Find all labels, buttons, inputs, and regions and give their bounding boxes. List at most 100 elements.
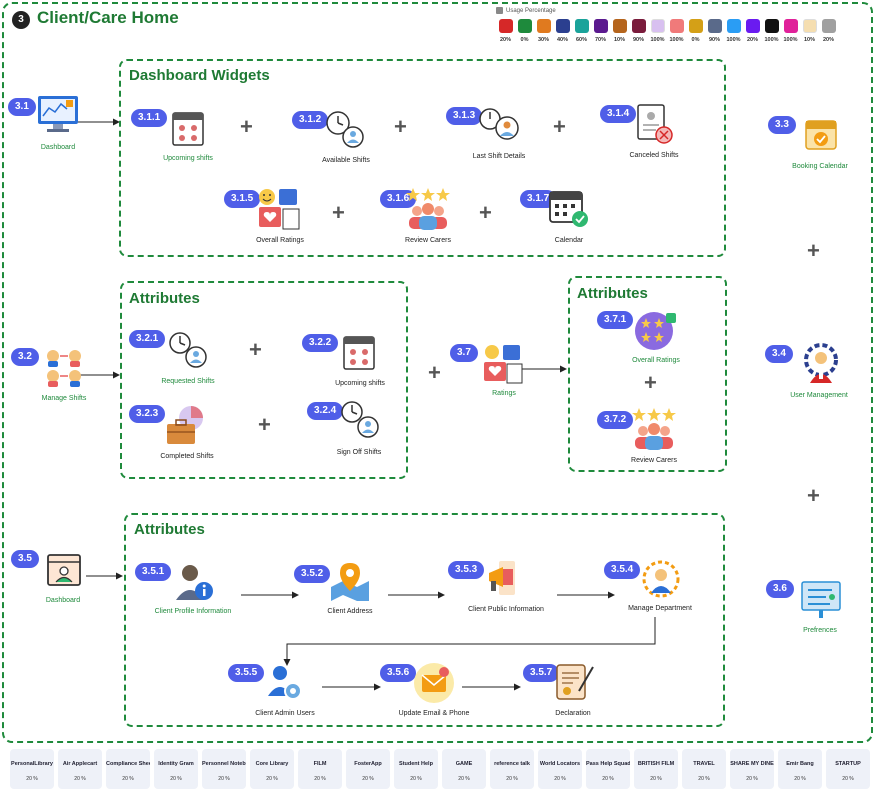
user-management-gear-icon (804, 343, 838, 383)
project-usage-percentage: 20 % (746, 776, 758, 782)
legend-item: 100% (724, 19, 743, 43)
legend-percentage: 20% (499, 37, 511, 43)
project-usage-percentage: 20 % (314, 776, 326, 782)
badge-3-6: 3.6 (766, 580, 794, 598)
label-3-1-7: Calendar (554, 237, 584, 244)
badge-3-5: 3.5 (11, 550, 39, 568)
project-usage-percentage: 20 % (74, 776, 86, 782)
overall-ratings-icon (259, 189, 300, 230)
group-rating-attributes (568, 276, 727, 472)
legend-item: 70% (591, 19, 610, 43)
legend-percentage: 90% (632, 37, 644, 43)
legend-swatch (498, 19, 513, 33)
label-3-2-4: Sign Off Shifts (336, 449, 382, 456)
legend-item: 100% (762, 19, 781, 43)
plus-icon: + (807, 238, 820, 263)
upcoming-shifts-calendar-icon (172, 112, 204, 146)
label-3-6: Prefrences (803, 627, 837, 634)
badge-3-1-4: 3.1.4 (600, 105, 637, 123)
badge-3-5-3: 3.5.3 (448, 561, 485, 579)
client-profile-info-icon (176, 565, 213, 600)
badge-3-2-2: 3.2.2 (302, 334, 339, 352)
legend-percentage: 90% (708, 37, 720, 43)
badge-3-4: 3.4 (765, 345, 793, 363)
legend-swatch (574, 19, 589, 33)
project-logo-card[interactable]: Air Applecart 20 % (58, 749, 102, 789)
legend-item: 20% (743, 19, 762, 43)
legend-swatch (555, 19, 570, 33)
group-dashboard-widgets-title: Dashboard Widgets (129, 67, 270, 84)
badge-3-1-7: 3.1.7 (520, 190, 557, 208)
legend-swatch (764, 19, 779, 33)
badge-3-2-4: 3.2.4 (307, 402, 344, 420)
legend-percentage: 100% (669, 37, 684, 43)
project-usage-percentage: 20 % (218, 776, 230, 782)
dashboard-user-window-icon (47, 554, 81, 586)
legend-item: 10% (800, 19, 819, 43)
label-3-2-3: Completed Shifts (160, 453, 214, 460)
badge-3-5-5: 3.5.5 (228, 664, 265, 682)
project-usage-percentage: 20 % (554, 776, 566, 782)
group-shift-attributes-title: Attributes (129, 290, 200, 307)
ratings-icon (484, 345, 523, 384)
preferences-board-icon (801, 581, 841, 618)
project-logo-name: SHARE MY DINE (730, 761, 774, 767)
badge-3-1: 3.1 (8, 98, 36, 116)
project-logo-card[interactable]: SHARE MY DINE 20 % (730, 749, 774, 789)
label-3-5-7: Declaration (555, 710, 591, 717)
project-logo-name: Pass Help Squad (586, 761, 630, 767)
badge-3-1-3: 3.1.3 (446, 107, 483, 125)
legend-swatch (745, 19, 760, 33)
project-logo-name: Air Applecart (62, 761, 98, 767)
plus-icon: + (249, 337, 262, 362)
legend-percentage: 0% (691, 37, 700, 43)
legend-percentage: 60% (575, 37, 587, 43)
canceled-shifts-icon (637, 104, 673, 144)
badge-3-5-6: 3.5.6 (380, 664, 417, 682)
legend-swatch (726, 19, 741, 33)
review-carers-icon (406, 188, 450, 230)
project-usage-percentage: 20 % (410, 776, 422, 782)
legend-swatch (612, 19, 627, 33)
legend-item: 60% (572, 19, 591, 43)
client-address-map-pin-icon (331, 563, 369, 601)
label-3-5-6: Update Email & Phone (398, 710, 470, 717)
label-3-1-6: Review Carers (405, 237, 451, 244)
legend-percentage: 10% (613, 37, 625, 43)
group-dashboard-widgets (119, 59, 726, 257)
label-3-5: Dashboard (45, 597, 81, 604)
project-usage-percentage: 20 % (26, 776, 38, 782)
label-3-4: User Management (790, 392, 848, 399)
legend-title: Usage Percentage (506, 7, 556, 14)
project-logo-card[interactable]: Personnel Notebook20 % (202, 749, 246, 789)
legend-percentage: 10% (803, 37, 815, 43)
legend-percentage: 20% (822, 37, 834, 43)
legend-item: 30% (534, 19, 553, 43)
legend-percentage: 100% (783, 37, 798, 43)
group-profile-attributes (124, 513, 725, 727)
label-3-7-2: Review Carers (631, 457, 677, 464)
legend-percentage: 30% (537, 37, 549, 43)
client-public-info-megaphone-icon (489, 561, 515, 595)
project-logo-name: Identity Gram (158, 761, 194, 767)
badge-3-1-6: 3.1.6 (380, 190, 417, 208)
badge-3-1-2: 3.1.2 (292, 111, 329, 129)
legend-item: 90% (705, 19, 724, 43)
legend-item: 100% (648, 19, 667, 43)
badge-3-1-1: 3.1.1 (131, 109, 168, 127)
